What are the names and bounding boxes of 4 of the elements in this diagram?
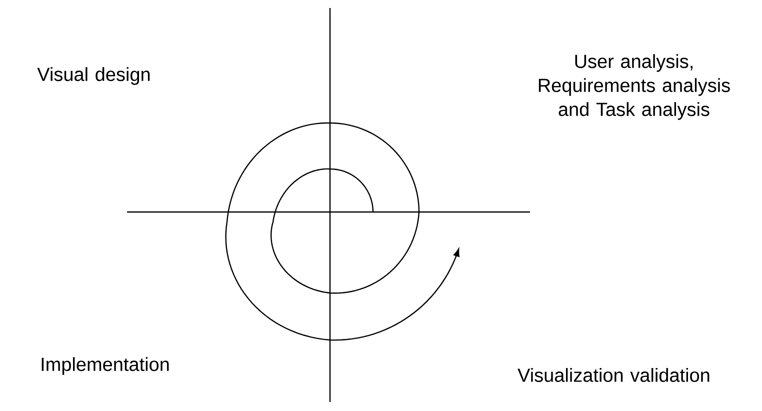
quadrant-label: Visual design [37, 67, 150, 85]
quadrant-label: User analysis, Requirements analysis and Task analysis [538, 54, 730, 120]
quadrant-label: Visualization validation [518, 368, 710, 382]
quadrant-label: Implementation [42, 357, 169, 375]
